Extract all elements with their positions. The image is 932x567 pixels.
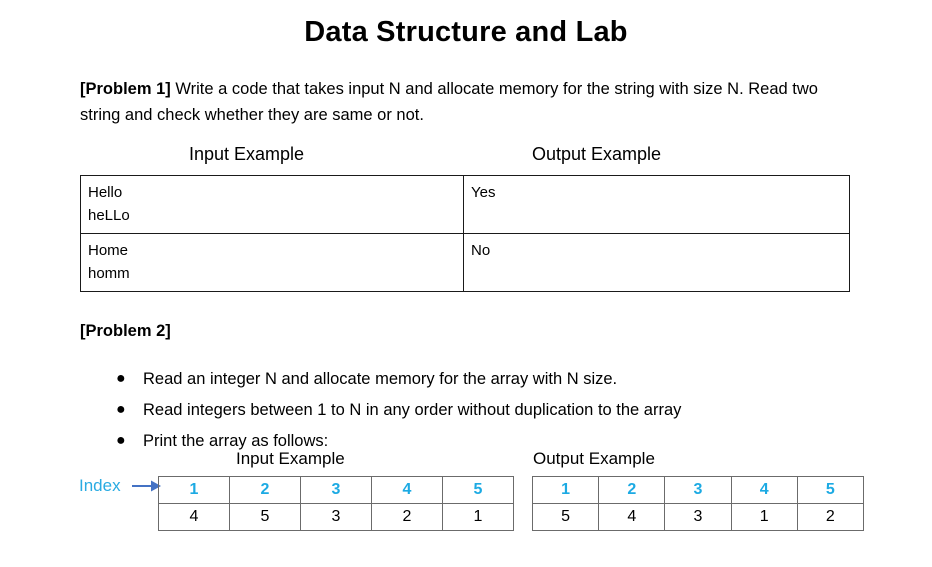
page-title: Data Structure and Lab (304, 16, 628, 48)
table-row-index: 1 2 3 4 5 (531, 476, 864, 504)
table-cell-input: Hello heLLo (80, 175, 464, 234)
cell-line: Home (88, 242, 129, 259)
input-array-table: 1 2 3 4 5 4 5 3 2 1 (158, 476, 514, 531)
table-row: Hello heLLo Yes (80, 175, 850, 234)
array-value-cell: 4 (158, 503, 230, 531)
problem-2-tag: [Problem 2] (80, 322, 171, 340)
cell-line: heLLo (88, 207, 130, 224)
output-array-table: 1 2 3 4 5 5 4 3 1 2 (531, 476, 864, 531)
array-value-cell: 3 (664, 503, 732, 531)
array-index-cell: 4 (730, 476, 798, 504)
problem-1-table-captions: Input Example Output Example (80, 144, 860, 170)
array-value-cell: 3 (300, 503, 372, 531)
table-cell-input: Home homm (80, 233, 464, 292)
list-item-label: Print the array as follows: (143, 432, 329, 450)
array-value-cell: 1 (730, 503, 798, 531)
array-index-cell: 4 (371, 476, 443, 504)
problem-2-bullet-list: ● Read an integer N and allocate memory … (116, 366, 876, 459)
table-row: Home homm No (80, 233, 850, 292)
table-row-values: 4 5 3 2 1 (158, 503, 514, 531)
array-value-cell: 5 (229, 503, 301, 531)
list-item: ● Read integers between 1 to N in any or… (116, 397, 876, 423)
array-index-cell: 3 (300, 476, 372, 504)
bullet-dot-icon: ● (116, 401, 126, 418)
output-example-caption-array: Output Example (533, 449, 655, 468)
array-index-cell: 1 (158, 476, 230, 504)
array-value-cell: 4 (598, 503, 666, 531)
problem-1-paragraph: [Problem 1] Write a code that takes inpu… (80, 76, 855, 128)
cell-line: Hello (88, 184, 123, 201)
problem-1-tag: [Problem 1] (80, 80, 171, 98)
table-cell-output: Yes (463, 175, 850, 234)
table-row-index: 1 2 3 4 5 (158, 476, 514, 504)
array-index-cell: 1 (531, 476, 600, 504)
input-example-caption: Input Example (189, 144, 305, 164)
table-cell-output: No (463, 233, 850, 292)
array-index-cell: 3 (664, 476, 732, 504)
cell-line: No (471, 242, 491, 259)
list-item: ● Print the array as follows: (116, 428, 876, 454)
problem-1-example-table: Hello heLLo Yes Home homm No (80, 175, 850, 292)
table-row-values: 5 4 3 1 2 (531, 503, 864, 531)
array-value-cell: 1 (442, 503, 514, 531)
list-item-label: Read integers between 1 to N in any orde… (143, 401, 682, 419)
list-item-label: Read an integer N and allocate memory fo… (143, 370, 618, 388)
array-index-cell: 2 (598, 476, 666, 504)
index-label: Index (79, 476, 121, 495)
cell-line: homm (88, 265, 130, 282)
array-value-cell: 5 (531, 503, 600, 531)
array-index-cell: 2 (229, 476, 301, 504)
bullet-dot-icon: ● (116, 370, 126, 387)
bullet-dot-icon: ● (116, 432, 126, 449)
output-example-caption: Output Example (532, 144, 662, 164)
array-value-cell: 2 (796, 503, 864, 531)
input-example-caption-array: Input Example (236, 449, 345, 468)
array-index-cell: 5 (796, 476, 864, 504)
problem-1-description: Write a code that takes input N and allo… (80, 80, 818, 124)
right-arrow-icon (132, 480, 161, 492)
list-item: ● Read an integer N and allocate memory … (116, 366, 876, 392)
array-value-cell: 2 (371, 503, 443, 531)
array-index-cell: 5 (442, 476, 514, 504)
cell-line: Yes (471, 184, 496, 201)
